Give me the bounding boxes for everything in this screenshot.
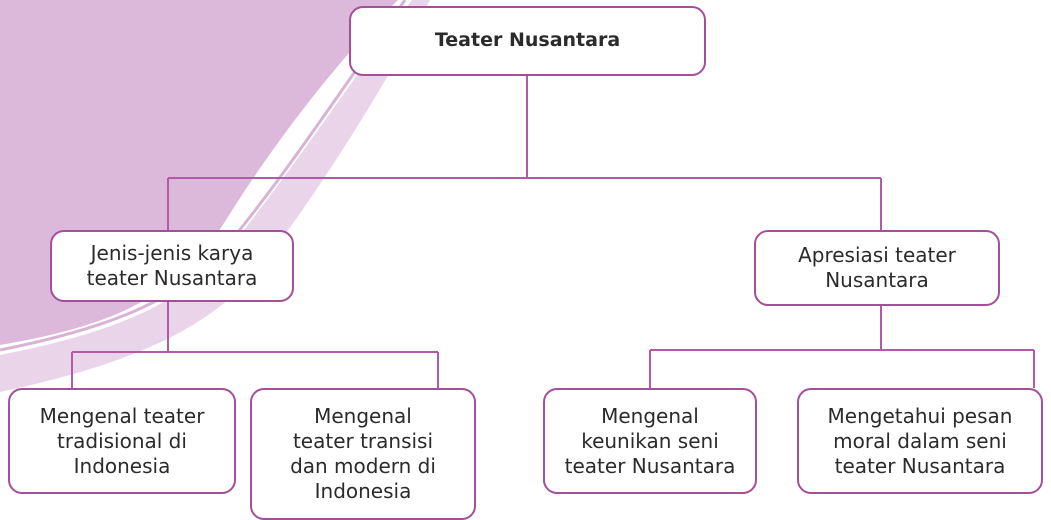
node-leaf-keunikan-seni: Mengenal keunikan seni teater Nusantara — [543, 388, 757, 494]
node-branch-jenis-karya: Jenis-jenis karya teater Nusantara — [50, 230, 294, 302]
node-branch-apresiasi: Apresiasi teater Nusantara — [754, 230, 1000, 306]
node-branch-jenis-karya-label: Jenis-jenis karya teater Nusantara — [86, 241, 258, 290]
node-leaf-keunikan-seni-label: Mengenal keunikan seni teater Nusantara — [564, 403, 736, 478]
node-leaf-teater-tradisional: Mengenal teater tradisional di Indonesia — [8, 388, 236, 494]
node-root-label: Teater Nusantara — [434, 29, 621, 52]
node-branch-apresiasi-label: Apresiasi teater Nusantara — [798, 243, 956, 292]
node-leaf-pesan-moral: Mengetahui pesan moral dalam seni teater… — [797, 388, 1043, 494]
node-leaf-teater-transisi-modern-label: Mengenal teater transisi dan modern di I… — [290, 404, 436, 503]
node-leaf-teater-transisi-modern: Mengenal teater transisi dan modern di I… — [250, 388, 476, 520]
node-leaf-pesan-moral-label: Mengetahui pesan moral dalam seni teater… — [827, 403, 1013, 478]
node-leaf-teater-tradisional-label: Mengenal teater tradisional di Indonesia — [39, 403, 205, 478]
node-root: Teater Nusantara — [349, 6, 706, 76]
